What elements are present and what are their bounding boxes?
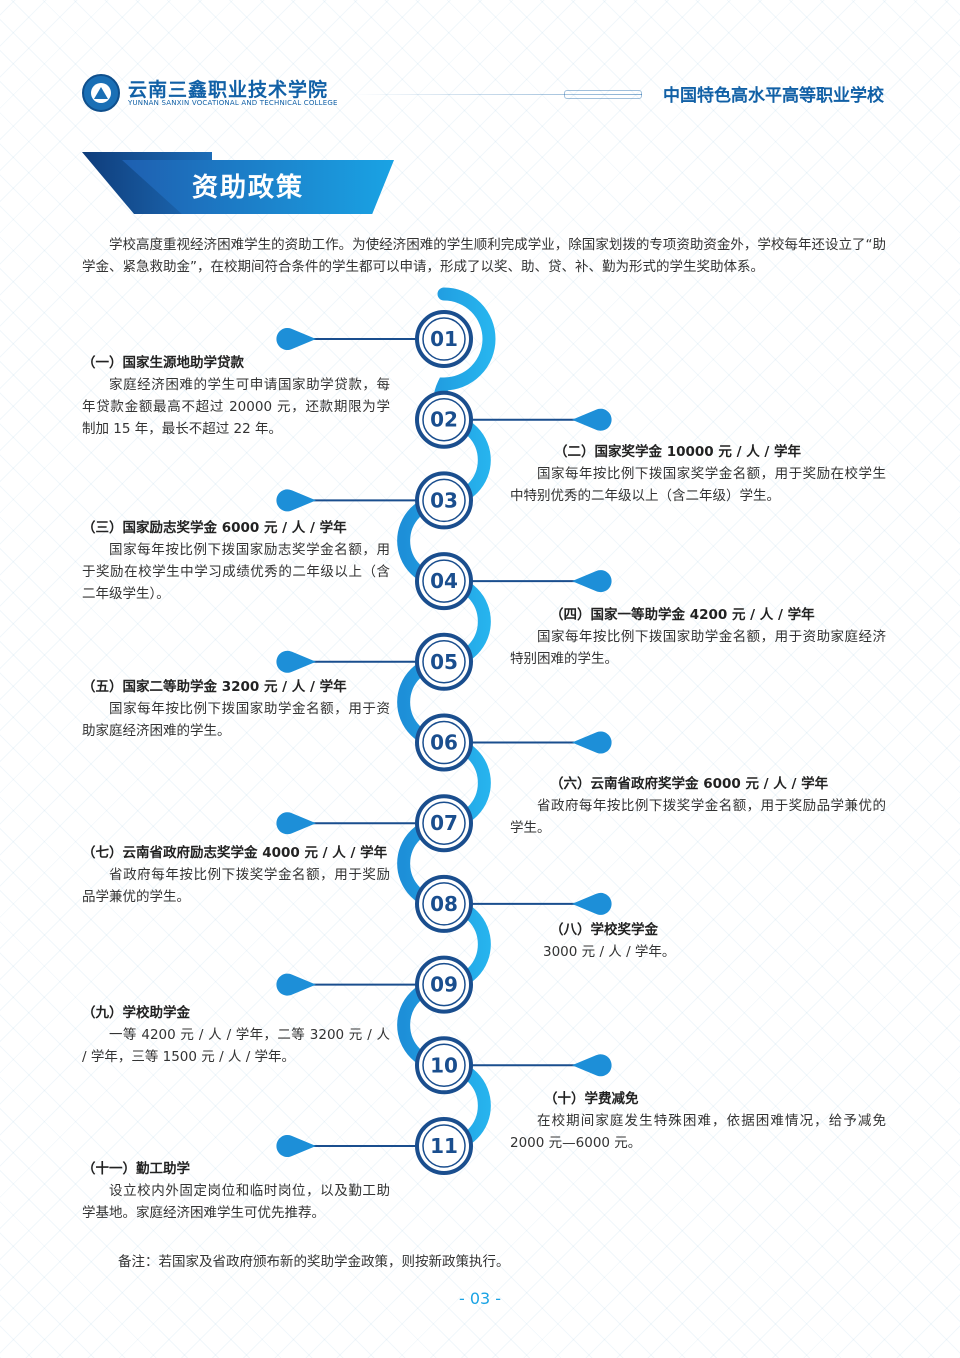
- policy-desc: 国家每年按比例下拨国家励志奖学金名额，用于奖励在校学生中学习成绩优秀的二年级以上…: [82, 542, 390, 602]
- section-title-banner: 资助政策: [82, 152, 394, 214]
- connector-dot: [276, 650, 316, 673]
- policy-title: （七）云南省政府励志奖学金 4000 元 / 人 / 学年: [82, 845, 388, 861]
- step-number: 10: [430, 1053, 458, 1077]
- footnote: 备注：若国家及省政府颁布新的奖助学金政策，则按新政策执行。: [118, 1254, 510, 1270]
- step-circle: [415, 632, 473, 691]
- policy-item-7: （七）云南省政府励志奖学金 4000 元 / 人 / 学年 省政府每年按比例下拨…: [82, 842, 390, 908]
- connector-dot: [572, 892, 612, 915]
- connector-dot: [572, 1054, 612, 1077]
- connector-dot: [572, 731, 612, 754]
- policy-desc: 在校期间家庭发生特殊困难，依据困难情况，给予减免 2000 元—6000 元。: [510, 1113, 886, 1151]
- policy-title: （四）国家一等助学金 4200 元 / 人 / 学年: [550, 607, 815, 623]
- connector-dot: [276, 328, 316, 351]
- policy-desc: 一等 4200 元 / 人 / 学年，二等 3200 元 / 人 / 学年，三等…: [82, 1027, 390, 1065]
- policy-desc: 家庭经济困难的学生可申请国家助学贷款，每年贷款金额最高不超过 20000 元，还…: [82, 377, 390, 437]
- step-circle: [415, 1117, 473, 1175]
- policy-desc: 国家每年按比例下拨国家助学金名额，用于资助家庭经济特别困难的学生。: [510, 629, 886, 667]
- intro-paragraph: 学校高度重视经济困难学生的资助工作。为使经济困难的学生顺利完成学业，除国家划拨的…: [82, 237, 886, 275]
- policy-title: （二）国家奖学金 10000 元 / 人 / 学年: [554, 444, 802, 460]
- section-title: 资助政策: [192, 173, 305, 203]
- policy-desc: 国家每年按比例下拨国家奖学金名额，用于奖励在校学生中特别优秀的二年级以上（含二年…: [510, 466, 886, 504]
- connector-dot: [276, 812, 316, 835]
- step-circle: [415, 955, 473, 1014]
- mountain-icon: [94, 87, 108, 99]
- policy-title: （九）学校助学金: [82, 1005, 190, 1021]
- school-name-en: YUNNAN SANXIN VOCATIONAL AND TECHNICAL C…: [128, 99, 338, 107]
- policy-title: （三）国家励志奖学金 6000 元 / 人 / 学年: [82, 520, 347, 536]
- step-number: 05: [430, 650, 458, 674]
- policy-item-4: （四）国家一等助学金 4200 元 / 人 / 学年 国家每年按比例下拨国家助学…: [510, 604, 886, 670]
- policy-title: （一）国家生源地助学贷款: [82, 355, 244, 371]
- step-circle: [415, 794, 473, 853]
- policy-item-11: （十一）勤工助学 设立校内外固定岗位和临时岗位，以及勤工助学基地。家庭经济困难学…: [82, 1158, 390, 1224]
- policy-desc: 3000 元 / 人 / 学年。: [543, 944, 676, 960]
- policy-title: （六）云南省政府奖学金 6000 元 / 人 / 学年: [550, 776, 829, 792]
- connector-dot: [572, 570, 612, 593]
- policy-title: （十一）勤工助学: [82, 1161, 190, 1177]
- policy-title: （十）学费减免: [544, 1091, 639, 1107]
- step-number: 03: [430, 488, 458, 512]
- policy-item-2: （二）国家奖学金 10000 元 / 人 / 学年 国家每年按比例下拨国家奖学金…: [510, 441, 886, 507]
- policy-title: （八）学校奖学金: [550, 922, 658, 938]
- step-circle: [415, 874, 473, 933]
- connector-dot: [276, 489, 316, 512]
- page-number: - 03 -: [458, 1289, 502, 1308]
- step-circle: [415, 552, 473, 611]
- page-header: 云南三鑫职业技术学院 YUNNAN SANXIN VOCATIONAL AND …: [82, 74, 884, 114]
- step-number: 04: [430, 569, 458, 593]
- policy-item-9: （九）学校助学金 一等 4200 元 / 人 / 学年，二等 3200 元 / …: [82, 1002, 390, 1068]
- policy-item-8: （八）学校奖学金 3000 元 / 人 / 学年。: [510, 919, 886, 963]
- school-logo: [82, 74, 120, 112]
- school-name-cn: 云南三鑫职业技术学院: [128, 79, 329, 101]
- policy-desc: 国家每年按比例下拨国家助学金名额，用于资助家庭经济困难的学生。: [82, 701, 390, 739]
- header-slogan: 中国特色高水平高等职业学校: [663, 86, 884, 106]
- policy-item-10: （十）学费减免 在校期间家庭发生特殊困难，依据困难情况，给予减免 2000 元—…: [510, 1088, 886, 1154]
- step-circle: [415, 713, 473, 772]
- header-divider: [352, 94, 642, 95]
- step-number: 07: [430, 811, 458, 835]
- step-number: 01: [430, 327, 458, 351]
- policy-desc: 设立校内外固定岗位和临时岗位，以及勤工助学基地。家庭经济困难学生可优先推荐。: [82, 1183, 390, 1221]
- policy-desc: 省政府每年按比例下拨奖学金名额，用于奖励品学兼优的学生。: [510, 798, 886, 836]
- policy-title: （五）国家二等助学金 3200 元 / 人 / 学年: [82, 679, 347, 695]
- connector-dot: [572, 408, 612, 431]
- step-circle: [415, 1036, 473, 1095]
- step-circle: [415, 390, 473, 449]
- connector-dot: [276, 1135, 316, 1157]
- policy-item-3: （三）国家励志奖学金 6000 元 / 人 / 学年 国家每年按比例下拨国家励志…: [82, 517, 390, 605]
- step-circle: [415, 471, 473, 530]
- step-number: 08: [430, 892, 458, 916]
- policy-item-6: （六）云南省政府奖学金 6000 元 / 人 / 学年 省政府每年按比例下拨奖学…: [510, 773, 886, 839]
- step-number: 06: [430, 731, 458, 755]
- policy-item-1: （一）国家生源地助学贷款 家庭经济困难的学生可申请国家助学贷款，每年贷款金额最高…: [82, 352, 390, 440]
- policy-item-5: （五）国家二等助学金 3200 元 / 人 / 学年 国家每年按比例下拨国家助学…: [82, 676, 390, 742]
- policy-desc: 省政府每年按比例下拨奖学金名额，用于奖励品学兼优的学生。: [82, 867, 390, 905]
- connector-dot: [276, 973, 316, 996]
- step-number: 09: [430, 973, 458, 997]
- step-circle: [415, 310, 473, 368]
- step-number: 02: [430, 408, 458, 432]
- step-number: 11: [430, 1134, 458, 1158]
- header-decoration: [564, 90, 642, 99]
